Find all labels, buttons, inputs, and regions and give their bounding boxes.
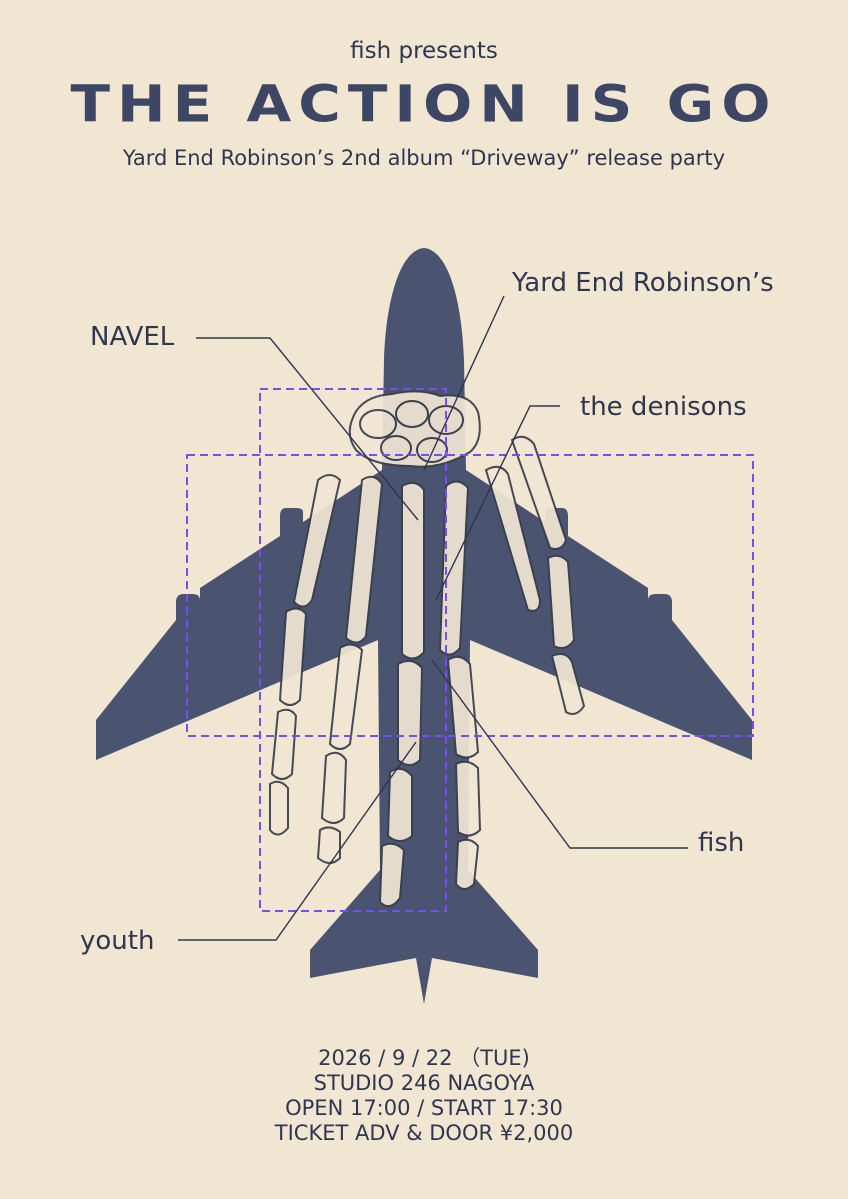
leader-lines — [178, 295, 688, 941]
presenter-line: fish presents — [350, 38, 498, 64]
band-label-fish: fish — [698, 828, 745, 858]
event-title: THE ACTION IS GO — [70, 74, 778, 134]
event-subtitle: Yard End Robinson’s 2nd album “Driveway”… — [122, 146, 726, 170]
event-venue: STUDIO 246 NAGOYA — [313, 1071, 535, 1095]
event-times: OPEN 17:00 / START 17:30 — [285, 1096, 563, 1120]
band-label-youth: youth — [80, 926, 155, 956]
dashed-frames — [186, 388, 754, 912]
skeleton-hand-icon — [269, 390, 586, 908]
event-ticket: TICKET ADV & DOOR ¥2,000 — [274, 1121, 574, 1145]
band-label-navel: NAVEL — [90, 322, 175, 352]
band-label-denisons: the denisons — [580, 392, 747, 422]
event-date: 2026 / 9 / 22 （TUE) — [318, 1046, 530, 1070]
event-info: 2026 / 9 / 22 （TUE) STUDIO 246 NAGOYA OP… — [0, 1046, 848, 1146]
band-label-yard-end: Yard End Robinson’s — [512, 268, 774, 298]
